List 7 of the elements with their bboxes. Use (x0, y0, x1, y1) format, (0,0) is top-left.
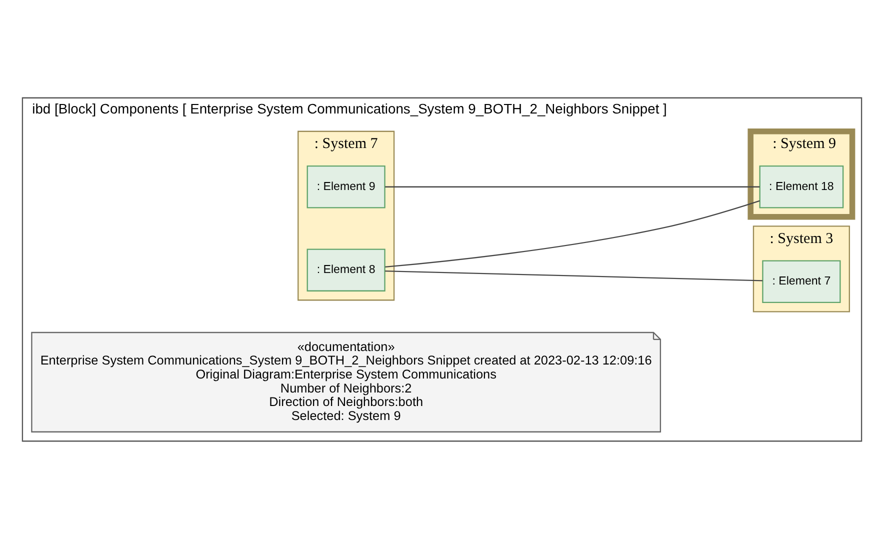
node-box: : Element 7 (762, 260, 841, 304)
connector (385, 270, 763, 282)
node-box: : Element 9 (306, 165, 386, 208)
node-box: : Element 8 (306, 248, 386, 292)
node-box: : Element 18 (759, 165, 844, 208)
connector (385, 186, 760, 188)
connector (385, 200, 760, 268)
